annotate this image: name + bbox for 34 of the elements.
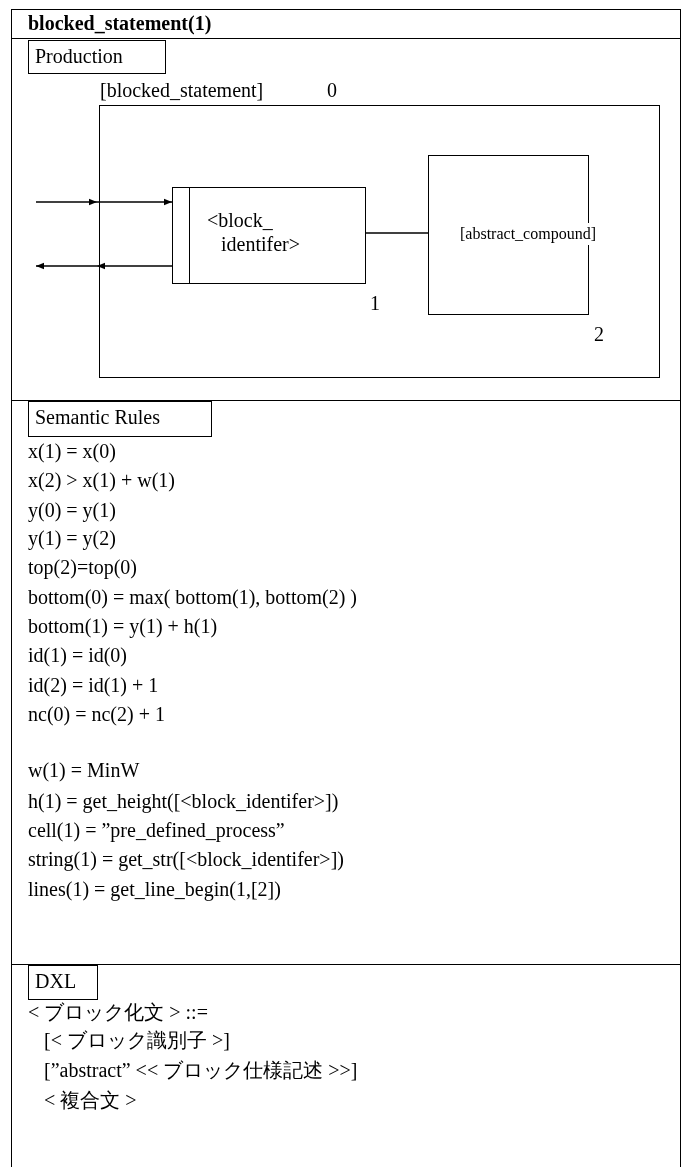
node-number: 0 (327, 78, 337, 102)
rule-text: cell(1) = ”pre_defined_process” (28, 818, 285, 842)
box-label: [blocked_statement] (100, 78, 264, 102)
rule-text: nc(0) = nc(2) + 1 (28, 702, 165, 726)
arrow (35, 262, 173, 270)
connector-line (365, 232, 429, 234)
rule-text: top(2)=top(0) (28, 555, 138, 579)
rule-text: x(1) = x(0) (28, 439, 116, 463)
box-label: <block_ identifer> (207, 208, 302, 256)
grammar-text: < 複合文 > (44, 1088, 137, 1112)
rule-text: h(1) = get_height([<block_identifer>]) (28, 789, 339, 813)
node-number: 1 (370, 291, 380, 315)
section-heading: DXL (35, 969, 77, 993)
title: blocked_statement(1) (28, 11, 212, 35)
rule-text: x(2) > x(1) + w(1) (28, 468, 175, 492)
rule-text: w(1) = MinW (28, 758, 140, 782)
section-tag (28, 401, 212, 437)
rule-text: bottom(1) = y(1) + h(1) (28, 614, 218, 638)
arrow (35, 198, 173, 206)
section-heading: Semantic Rules (35, 405, 160, 429)
grammar-text: [< ブロック識別子 >] (44, 1028, 230, 1052)
section-tag (28, 965, 98, 1000)
rule-text: id(1) = id(0) (28, 643, 128, 667)
rule-text: lines(1) = get_line_begin(1,[2]) (28, 877, 281, 901)
section-tag (28, 40, 166, 74)
grammar-text: [”abstract” << ブロック仕様記述 >>] (44, 1058, 358, 1082)
rule-text: y(1) = y(2) (28, 526, 116, 550)
box-label: [abstract_compound] (460, 223, 596, 245)
rule-text: string(1) = get_str([<block_identifer>]) (28, 847, 344, 871)
rule-text: bottom(0) = max( bottom(1), bottom(2) ) (28, 585, 357, 609)
rule-text: y(0) = y(1) (28, 498, 116, 522)
rule-text: id(2) = id(1) + 1 (28, 673, 159, 697)
section-heading: Production (35, 44, 123, 68)
node-number: 2 (594, 322, 604, 346)
